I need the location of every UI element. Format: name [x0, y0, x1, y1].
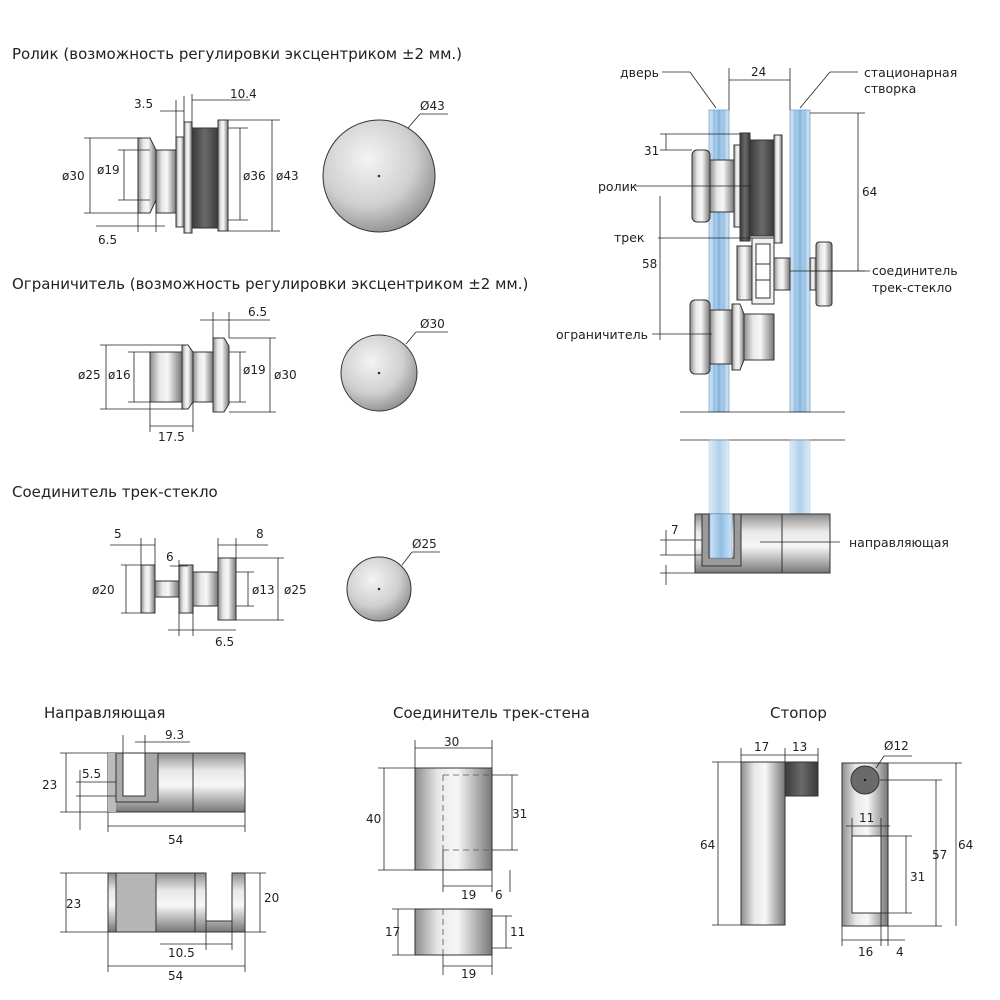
limiter-title: Ограничитель (возможность регулировки эк… [12, 275, 528, 293]
cw-dim-19b: 19 [461, 967, 476, 981]
roller-front-view [322, 113, 448, 233]
cg-dim-6: 6 [166, 550, 174, 564]
assembly-label-limiter: ограничитель [556, 327, 648, 342]
assembly-label-stationary-1: стационарная [864, 65, 957, 80]
assembly-label-stationary-2: створка [864, 81, 916, 96]
guide-dim-bottom-23: 23 [66, 897, 81, 911]
connector-glass-title: Соединитель трек-стекло [12, 483, 218, 501]
cw-dim-11: 11 [510, 925, 525, 939]
cg-dim-5: 5 [114, 527, 122, 541]
guide-dim-10-5: 10.5 [168, 946, 195, 960]
roller-dim-3-5: 3.5 [134, 97, 153, 111]
cg-dim-d20: ø20 [92, 583, 115, 597]
limiter-side-view [100, 312, 276, 432]
cw-dim-17: 17 [385, 925, 400, 939]
cg-dim-d13: ø13 [252, 583, 275, 597]
cg-dim-6-5: 6.5 [215, 635, 234, 649]
stopper-title: Стопор [770, 704, 827, 722]
limiter-circle-dim: Ø30 [420, 317, 445, 331]
guide-dim-20: 20 [264, 891, 279, 905]
stopper-dim-64: 64 [700, 838, 715, 852]
limiter-dim-d30: ø30 [274, 368, 297, 382]
roller-dim-d30: ø30 [62, 169, 85, 183]
assembly-view [635, 68, 870, 585]
assembly-label-door: дверь [620, 65, 659, 80]
cg-dim-d25: ø25 [284, 583, 307, 597]
cg-circle-dim: Ø25 [412, 537, 437, 551]
assembly-label-connector-1: соединитель [872, 263, 958, 278]
cw-dim-31: 31 [512, 807, 527, 821]
stopper-dim-16: 16 [858, 945, 873, 959]
assembly-label-guide: направляющая [849, 535, 949, 550]
stopper-dim-31: 31 [910, 870, 925, 884]
limiter-dim-d16: ø16 [108, 368, 131, 382]
assembly-label-roller: ролик [598, 179, 638, 194]
stopper-dim-17: 17 [754, 740, 769, 754]
guide-dim-5-5: 5.5 [82, 767, 101, 781]
cw-dim-40: 40 [366, 812, 381, 826]
stopper-front-view [841, 755, 962, 946]
stopper-dim-13: 13 [792, 740, 807, 754]
cw-dim-19: 19 [461, 888, 476, 902]
connector-glass-side-view [110, 538, 284, 636]
roller-dim-d36: ø36 [243, 169, 266, 183]
stopper-dim-11: 11 [859, 811, 874, 825]
roller-title: Ролик (возможность регулировки эксцентри… [12, 45, 462, 63]
guide-top-view [60, 735, 246, 832]
roller-dim-d43: ø43 [276, 169, 299, 183]
assembly-dim-31: 31 [644, 144, 659, 158]
guide-dim-9-3: 9.3 [165, 728, 184, 742]
roller-dim-6-5: 6.5 [98, 233, 117, 247]
cw-dim-6: 6 [495, 888, 503, 902]
roller-side-view [84, 94, 280, 234]
connector-wall-front-view [378, 740, 518, 892]
stopper-dim-d12: Ø12 [884, 739, 909, 753]
limiter-front-view [340, 331, 448, 412]
stopper-side-view [712, 748, 819, 926]
assembly-dim-7: 7 [671, 523, 679, 537]
connector-glass-front-view [346, 551, 440, 622]
guide-bottom-view [60, 872, 266, 972]
assembly-dim-64: 64 [862, 185, 877, 199]
connector-wall-bottom-view [392, 908, 512, 975]
stopper-dim-64b: 64 [958, 838, 973, 852]
roller-circle-dim: Ø43 [420, 99, 445, 113]
limiter-dim-d25: ø25 [78, 368, 101, 382]
assembly-dim-58: 58 [642, 257, 657, 271]
connector-wall-title: Соединитель трек-стена [393, 704, 590, 722]
stopper-dim-57: 57 [932, 848, 947, 862]
cw-dim-30: 30 [444, 735, 459, 749]
assembly-label-track: трек [614, 230, 645, 245]
guide-dim-bottom-54: 54 [168, 969, 183, 983]
cg-dim-8: 8 [256, 527, 264, 541]
guide-title: Направляющая [44, 704, 165, 722]
guide-dim-23: 23 [42, 778, 57, 792]
limiter-dim-17-5: 17.5 [158, 430, 185, 444]
stopper-dim-4: 4 [896, 945, 904, 959]
roller-dim-10-4: 10.4 [230, 87, 257, 101]
guide-dim-54: 54 [168, 833, 183, 847]
assembly-dim-24: 24 [751, 65, 766, 79]
assembly-label-connector-2: трек-стекло [872, 280, 952, 295]
limiter-dim-6-5: 6.5 [248, 305, 267, 319]
limiter-dim-d19: ø19 [243, 363, 266, 377]
roller-dim-d19: ø19 [97, 163, 120, 177]
